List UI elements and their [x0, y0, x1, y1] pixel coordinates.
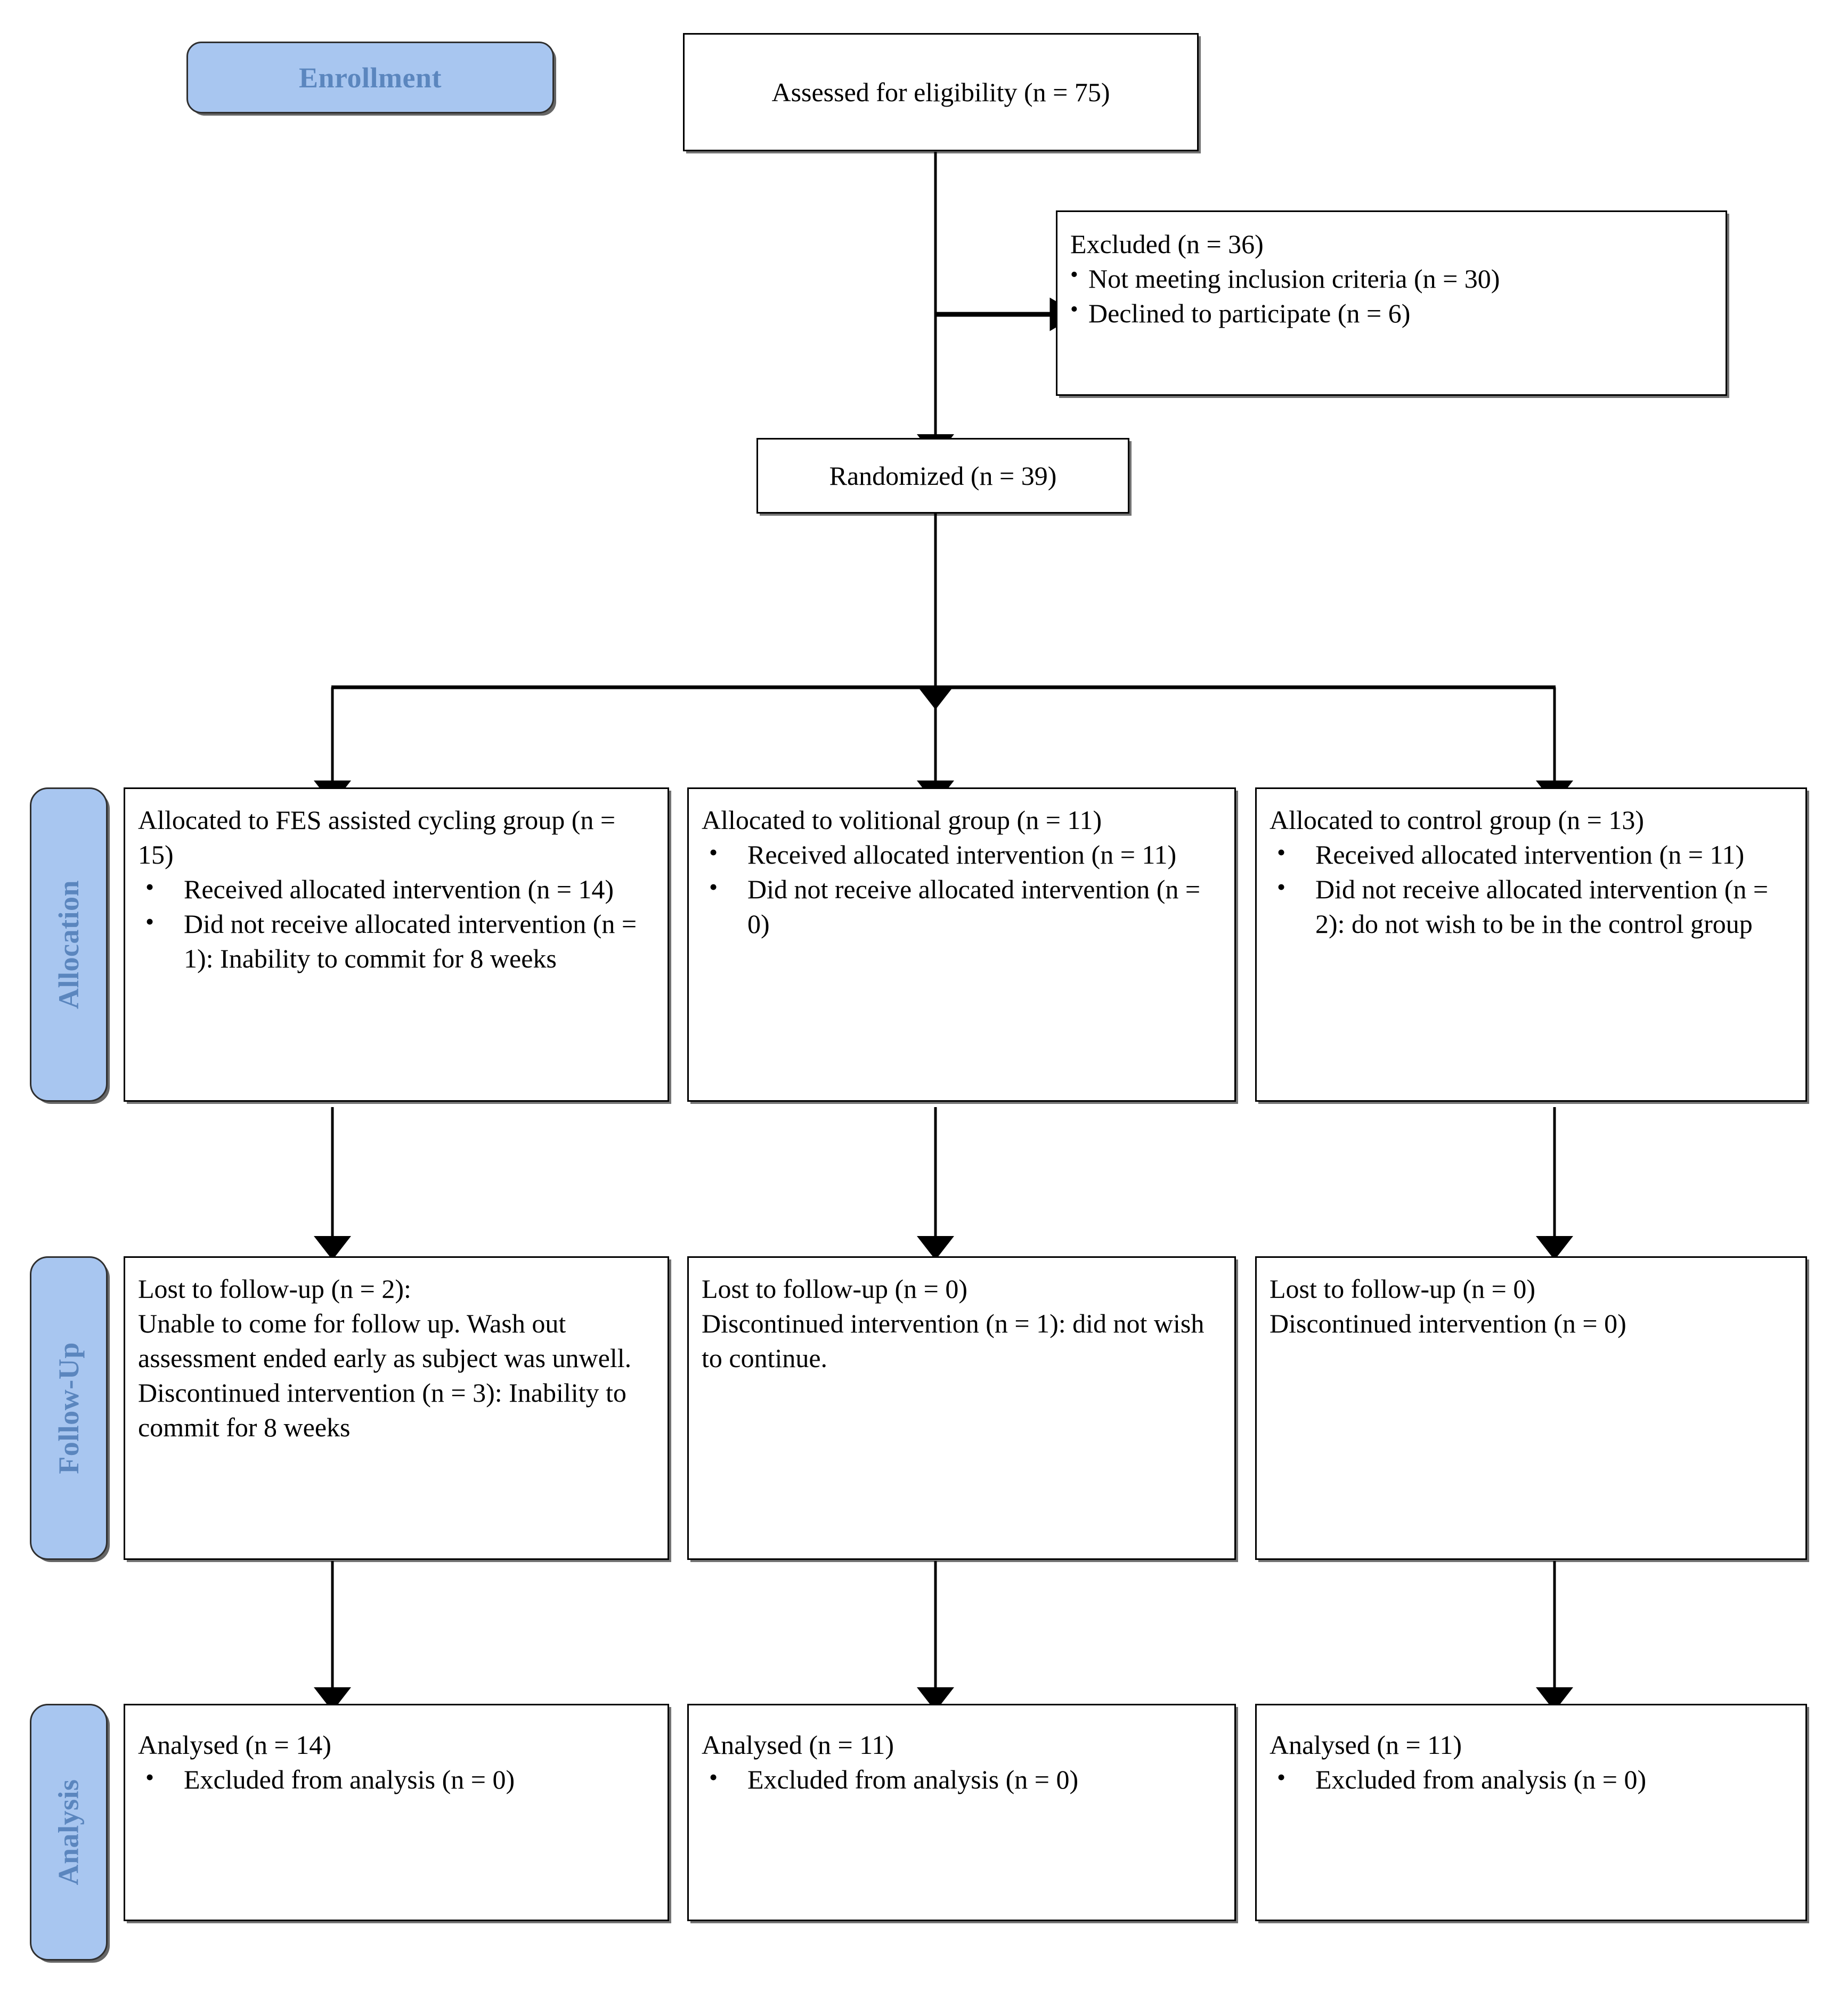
followup-line-1-volitional: Lost to follow-up (n = 0) [702, 1274, 967, 1304]
box-followup-fes: Lost to follow-up (n = 2): Unable to com… [124, 1256, 669, 1560]
list-item: Excluded from analysis (n = 0) [702, 1761, 1224, 1797]
phase-label-allocation: Allocation [53, 880, 85, 1009]
analysis-list-volitional: Excluded from analysis (n = 0) [702, 1761, 1224, 1797]
followup-line-2-fes: Unable to come for follow up. Wash out a… [138, 1308, 632, 1442]
followup-line-2-control: Discontinued intervention (n = 0) [1270, 1308, 1626, 1338]
list-item: Did not receive allocated intervention (… [138, 906, 657, 976]
list-item: Excluded from analysis (n = 0) [1270, 1761, 1795, 1797]
analysis-list-fes: Excluded from analysis (n = 0) [138, 1761, 657, 1797]
box-followup-volitional: Lost to follow-up (n = 0) Discontinued i… [687, 1256, 1236, 1560]
followup-line-2-volitional: Discontinued intervention (n = 1): did n… [702, 1308, 1205, 1373]
list-item: Declined to participate (n = 6) [1070, 295, 1715, 331]
allocation-list-volitional: Received allocated intervention (n = 11)… [702, 836, 1224, 941]
phase-tab-allocation: Allocation [30, 787, 108, 1102]
phase-label-followup: Follow-Up [53, 1342, 85, 1474]
allocation-list-control: Received allocated intervention (n = 11)… [1270, 836, 1795, 941]
analysis-heading-control: Analysed (n = 11) [1270, 1730, 1462, 1760]
allocation-list-fes: Received allocated intervention (n = 14)… [138, 871, 657, 976]
list-item: Received allocated intervention (n = 14) [138, 871, 657, 907]
box-allocation-fes: Allocated to FES assisted cycling group … [124, 787, 669, 1102]
list-item: Excluded from analysis (n = 0) [138, 1761, 657, 1797]
phase-label-enrollment: Enrollment [298, 61, 442, 94]
analysis-heading-volitional: Analysed (n = 11) [702, 1730, 894, 1760]
list-item: Not meeting inclusion criteria (n = 30) [1070, 261, 1715, 296]
allocation-heading-fes: Allocated to FES assisted cycling group … [138, 805, 616, 869]
box-excluded: Excluded (n = 36) Not meeting inclusion … [1056, 210, 1727, 396]
phase-tab-enrollment: Enrollment [186, 42, 554, 113]
phase-label-analysis: Analysis [53, 1779, 85, 1885]
allocation-heading-volitional: Allocated to volitional group (n = 11) [702, 805, 1102, 835]
phase-tab-followup: Follow-Up [30, 1256, 108, 1560]
followup-line-1-fes: Lost to follow-up (n = 2): [138, 1274, 411, 1304]
box-analysis-control: Analysed (n = 11) Excluded from analysis… [1255, 1704, 1807, 1921]
box-allocation-volitional: Allocated to volitional group (n = 11) R… [687, 787, 1236, 1102]
box-followup-control: Lost to follow-up (n = 0) Discontinued i… [1255, 1256, 1807, 1560]
analysis-heading-fes: Analysed (n = 14) [138, 1730, 331, 1760]
box-allocation-control: Allocated to control group (n = 13) Rece… [1255, 787, 1807, 1102]
box-analysis-fes: Analysed (n = 14) Excluded from analysis… [124, 1704, 669, 1921]
excluded-list: Not meeting inclusion criteria (n = 30) … [1070, 261, 1715, 331]
phase-tab-analysis: Analysis [30, 1704, 108, 1961]
list-item: Received allocated intervention (n = 11) [702, 836, 1224, 872]
box-randomized: Randomized (n = 39) [756, 438, 1129, 514]
list-item: Did not receive allocated intervention (… [702, 871, 1224, 941]
randomized-text: Randomized (n = 39) [829, 460, 1057, 491]
assessed-text: Assessed for eligibility (n = 75) [771, 77, 1110, 107]
box-analysis-volitional: Analysed (n = 11) Excluded from analysis… [687, 1704, 1236, 1921]
list-item: Did not receive allocated intervention (… [1270, 871, 1795, 941]
excluded-heading: Excluded (n = 36) [1070, 229, 1264, 259]
analysis-list-control: Excluded from analysis (n = 0) [1270, 1761, 1795, 1797]
allocation-heading-control: Allocated to control group (n = 13) [1270, 805, 1645, 835]
list-item: Received allocated intervention (n = 11) [1270, 836, 1795, 872]
followup-line-1-control: Lost to follow-up (n = 0) [1270, 1274, 1535, 1304]
box-assessed-for-eligibility: Assessed for eligibility (n = 75) [683, 33, 1199, 151]
